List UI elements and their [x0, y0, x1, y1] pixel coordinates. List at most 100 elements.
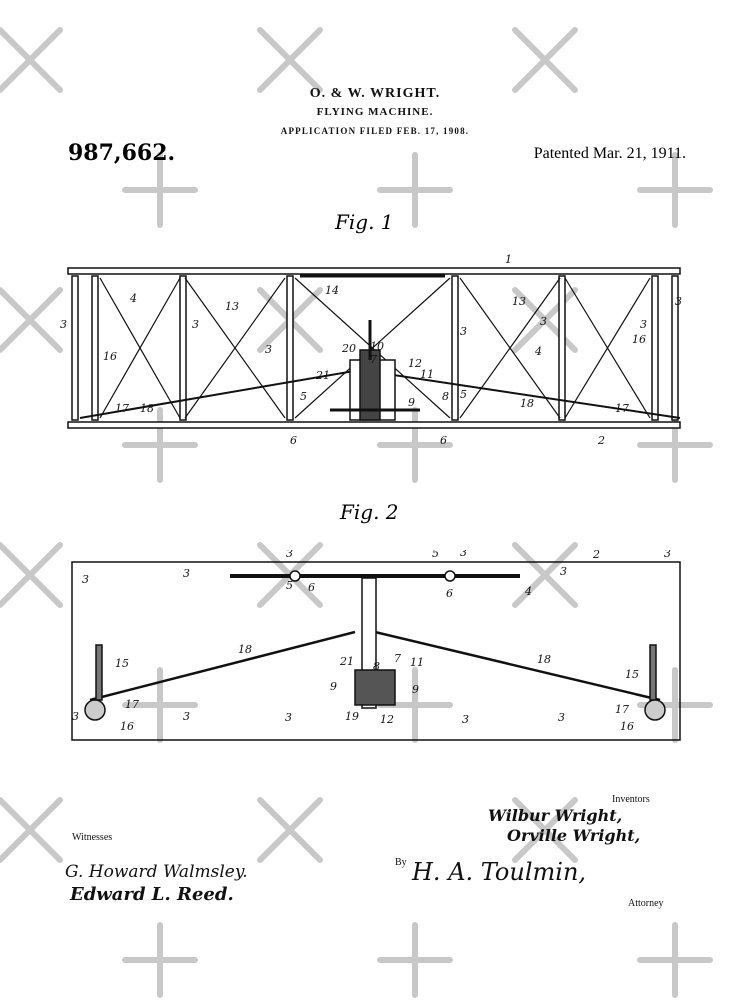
reference-numeral: 8	[373, 660, 380, 673]
reference-numeral: 6	[290, 434, 297, 447]
reference-numeral: 13	[225, 300, 239, 313]
reference-numeral: 3	[664, 550, 671, 560]
reference-numeral: 18	[238, 643, 252, 656]
reference-numeral: 8	[442, 390, 449, 403]
reference-numeral: 19	[345, 710, 359, 723]
reference-numeral: 3	[60, 318, 67, 331]
x-mark-icon	[0, 27, 63, 93]
reference-numeral: 11	[420, 368, 434, 381]
reference-numeral: 18	[537, 653, 551, 666]
reference-numeral: 5	[460, 388, 467, 401]
reference-numeral: 10	[370, 340, 384, 353]
plus-mark-icon	[637, 152, 713, 228]
plus-mark-icon	[377, 922, 453, 998]
reference-numeral: 11	[410, 656, 424, 669]
reference-numeral: 18	[520, 397, 534, 410]
reference-numeral: 3	[285, 711, 292, 724]
reference-numeral: 3	[265, 343, 272, 356]
reference-numeral: 16	[120, 720, 134, 733]
reference-numeral: 16	[103, 350, 117, 363]
reference-numeral: 3	[675, 295, 682, 308]
reference-numeral: 9	[412, 683, 419, 696]
reference-numeral: 6	[308, 581, 315, 594]
reference-numeral: 3	[558, 711, 565, 724]
reference-numeral: 7	[394, 652, 401, 665]
reference-numeral: 3	[183, 567, 190, 580]
by-label: By	[395, 857, 407, 868]
reference-numeral: 3	[192, 318, 199, 331]
fig1-label: Fig. 1	[335, 210, 394, 234]
reference-numeral: 5	[286, 579, 293, 592]
patent-number: 987,662.	[68, 140, 176, 166]
reference-numeral: 1	[505, 253, 512, 266]
reference-numeral: 3	[460, 550, 467, 559]
x-mark-icon	[0, 797, 63, 863]
plus-mark-icon	[377, 152, 453, 228]
witnesses-label: Witnesses	[72, 832, 113, 843]
reference-numeral: 15	[625, 668, 639, 681]
reference-numeral: 9	[408, 396, 415, 409]
reference-numeral: 12	[380, 713, 394, 726]
reference-numeral: 7	[370, 353, 377, 366]
reference-numeral: 16	[620, 720, 634, 733]
strut	[286, 275, 294, 421]
x-mark-icon	[0, 542, 63, 608]
reference-numeral: 4	[129, 292, 137, 305]
attorney-signature: H. A. Toulmin,	[412, 858, 587, 886]
x-mark-icon	[512, 542, 578, 608]
witness-signature-1: G. Howard Walmsley.	[65, 862, 248, 882]
strut	[179, 275, 187, 421]
reference-numeral: 14	[325, 284, 339, 297]
plus-mark-icon	[637, 922, 713, 998]
reference-numeral: 3	[286, 550, 293, 560]
fig2-label: Fig. 2	[340, 500, 399, 524]
reference-numeral: 15	[115, 657, 129, 670]
strut	[71, 275, 79, 421]
inventor-signature-1: Wilbur Wright,	[488, 806, 623, 825]
x-mark-icon	[512, 797, 578, 863]
reference-numeral: 21	[339, 655, 354, 668]
x-mark-icon	[257, 797, 323, 863]
reference-numeral: 5	[300, 390, 307, 403]
patent-title: FLYING MACHINE.	[316, 106, 434, 118]
witness-signature-2: Edward L. Reed.	[70, 884, 234, 905]
reference-numeral: 6	[446, 587, 453, 600]
reference-numeral: 18	[140, 402, 154, 415]
strut	[671, 275, 679, 421]
x-mark-icon	[512, 27, 578, 93]
strut	[91, 275, 99, 421]
application-filed: APPLICATION FILED FEB. 17, 1908.	[280, 126, 470, 136]
patented-date: Patented Mar. 21, 1911.	[533, 145, 686, 162]
reference-numeral: 3	[460, 325, 467, 338]
reference-numeral: 9	[330, 680, 337, 693]
reference-numeral: 3	[560, 565, 567, 578]
reference-numeral: 6	[440, 434, 447, 447]
reference-numeral: 3	[540, 315, 547, 328]
inventors-label: Inventors	[612, 794, 650, 805]
reference-numeral: 17	[125, 698, 139, 711]
reference-numeral: 3	[640, 318, 647, 331]
inventor-signature-2: Orville Wright,	[507, 826, 641, 845]
reference-numeral: 3	[183, 710, 190, 723]
reference-numeral: 17	[615, 402, 629, 415]
reference-numeral: 17	[115, 402, 129, 415]
inventors-heading: O. & W. WRIGHT.	[309, 86, 441, 101]
reference-numeral: 2	[592, 550, 600, 561]
reference-numeral: 13	[512, 295, 526, 308]
reference-numeral: 4	[534, 345, 542, 358]
reference-numeral: 17	[615, 703, 629, 716]
reference-numeral: 5	[432, 550, 439, 560]
plus-mark-icon	[122, 922, 198, 998]
reference-numeral: 12	[408, 357, 422, 370]
x-mark-icon	[0, 287, 63, 353]
reference-numeral: 3	[462, 713, 469, 726]
strut	[651, 275, 659, 421]
strut	[558, 275, 566, 421]
reference-numeral: 3	[82, 573, 89, 586]
reference-numeral: 16	[632, 333, 646, 346]
reference-numeral: 21	[315, 369, 330, 382]
reference-numeral: 2	[597, 434, 605, 447]
strut	[451, 275, 459, 421]
